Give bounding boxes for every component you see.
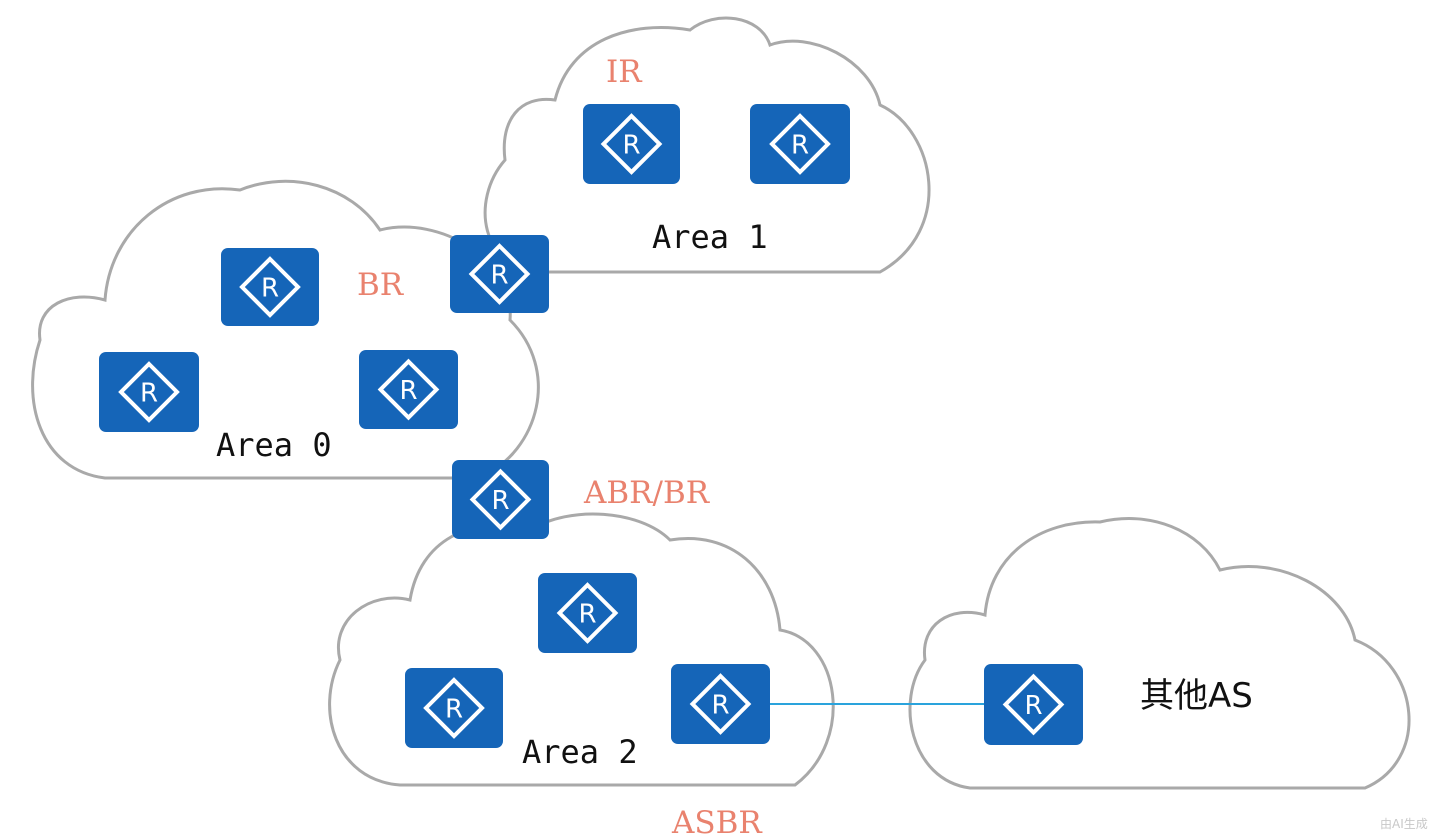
router-icon: R	[450, 235, 549, 313]
area-2-label: Area 2	[522, 733, 638, 771]
svg-text:R: R	[399, 376, 417, 406]
svg-text:R: R	[140, 379, 158, 409]
other-as-label: 其他AS	[1140, 676, 1253, 716]
router-icon: R	[583, 104, 680, 184]
router-icon: R	[750, 104, 850, 184]
router-icon: R	[538, 573, 637, 653]
abr-br-label: ABR/BR	[583, 475, 711, 511]
router-icon: R	[452, 460, 549, 539]
svg-text:R: R	[578, 600, 596, 630]
router-icon: R	[984, 664, 1083, 745]
router-icon: R	[221, 248, 319, 326]
svg-text:R: R	[1024, 691, 1042, 721]
area-1-label: Area 1	[652, 218, 768, 256]
svg-text:R: R	[711, 691, 729, 721]
ir-label: IR	[606, 54, 643, 90]
area-0-label: Area 0	[216, 426, 332, 464]
router-icon: R	[671, 664, 770, 744]
svg-text:R: R	[445, 695, 463, 725]
br-label: BR	[357, 267, 405, 303]
svg-text:R: R	[791, 131, 809, 161]
router-icon: R	[359, 350, 458, 429]
asbr-label: ASBR	[671, 805, 763, 835]
ai-watermark: 由AI生成	[1380, 817, 1428, 831]
router-icon: R	[405, 668, 503, 748]
svg-text:R: R	[261, 274, 279, 304]
svg-text:R: R	[622, 131, 640, 161]
router-icon: R	[99, 352, 199, 432]
svg-text:R: R	[491, 486, 509, 516]
cloud-other-as	[908, 517, 1411, 790]
svg-text:R: R	[490, 261, 508, 291]
cloud-area-1	[483, 16, 931, 274]
